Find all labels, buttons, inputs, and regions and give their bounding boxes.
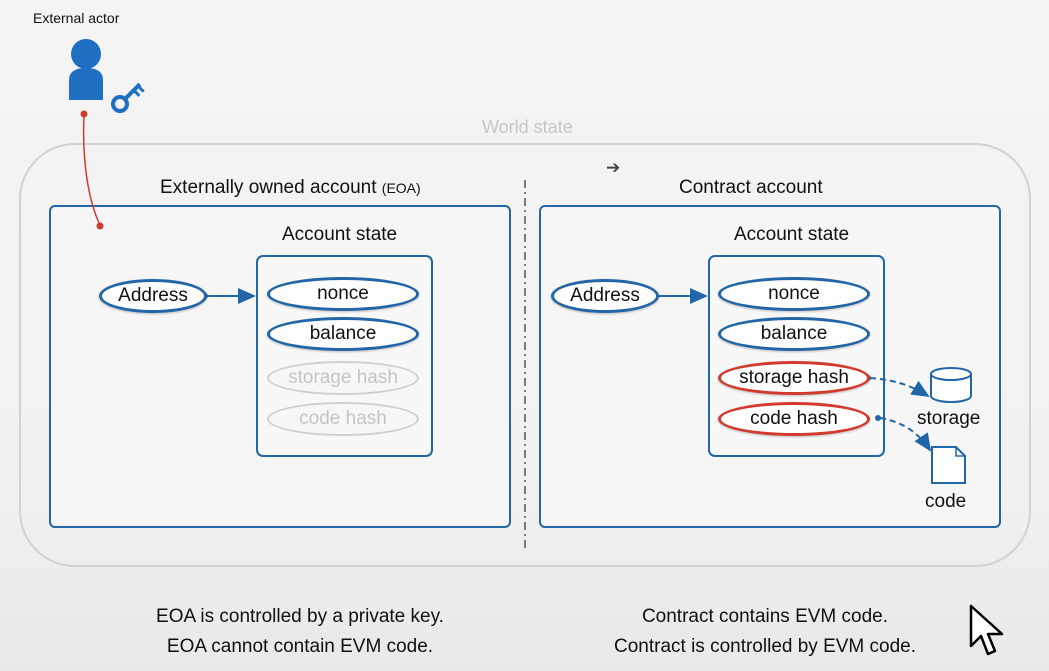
- person-icon: [69, 39, 103, 100]
- contract-storage-hash-pill: storage hash: [718, 361, 870, 395]
- code-label: code: [925, 491, 967, 512]
- eoa-title: Externally owned account (EOA): [160, 177, 421, 199]
- contract-address-pill: Address: [551, 279, 659, 313]
- code-hash-arrow: [879, 417, 932, 452]
- cursor-icon: [969, 604, 1004, 656]
- caption-right-line-2: Contract is controlled by EVM code.: [613, 636, 917, 657]
- eoa-title-suffix: (EOA): [381, 180, 421, 196]
- world-state-label: World state: [482, 117, 573, 137]
- eoa-address-pill: Address: [99, 279, 207, 313]
- file-icon: [931, 446, 966, 484]
- eoa-nonce-pill: nonce: [267, 277, 419, 311]
- caption-left-line-2: EOA cannot contain EVM code.: [166, 636, 434, 657]
- external-actor-label: External actor: [33, 10, 120, 26]
- eoa-balance-pill: balance: [267, 317, 419, 351]
- eoa-title-text: Externally owned account: [160, 177, 377, 198]
- contract-account-state-label: Account state: [734, 224, 850, 245]
- contract-code-hash-pill: code hash: [718, 402, 870, 436]
- database-icon: [930, 367, 972, 403]
- storage-label: storage: [917, 408, 981, 429]
- caption-left-line-1: EOA is controlled by a private key.: [156, 606, 444, 627]
- world-state-container: [19, 143, 1031, 567]
- key-icon: [111, 82, 145, 113]
- contract-title: Contract account: [679, 177, 823, 198]
- eoa-storage-hash-pill: storage hash: [267, 361, 419, 395]
- eoa-account-state-label: Account state: [282, 224, 398, 245]
- actor-link-line: [82, 113, 101, 226]
- contract-balance-pill: balance: [718, 317, 870, 351]
- caption-right-line-1: Contract contains EVM code.: [641, 606, 889, 627]
- storage-hash-arrow: [869, 377, 930, 398]
- arrow-right-icon: ➔: [606, 158, 621, 177]
- eoa-code-hash-pill: code hash: [267, 402, 419, 436]
- contract-nonce-pill: nonce: [718, 277, 870, 311]
